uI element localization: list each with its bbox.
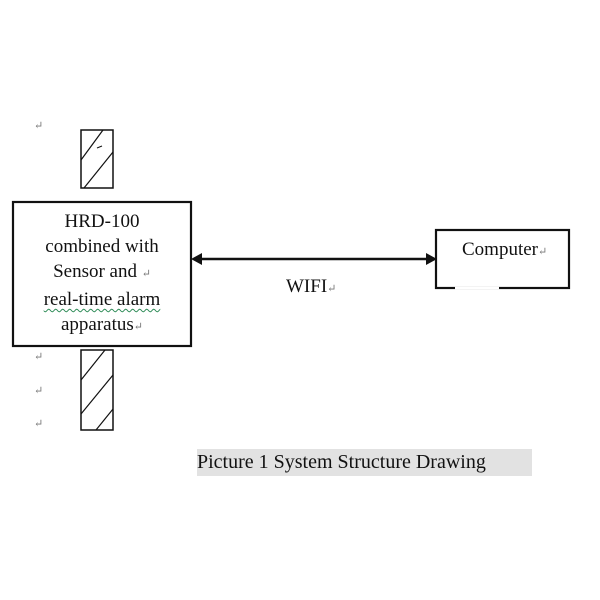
return-mark: ↵ [34, 351, 44, 363]
device-label-text: real-time alarm [43, 289, 161, 310]
return-mark: ↵ [34, 418, 44, 430]
figure-caption: Picture 1 System Structure Drawing [197, 449, 532, 476]
wifi-label: WIFI↵ [286, 276, 336, 300]
computer-box [434, 228, 571, 290]
device-label-line: HRD-100 [64, 211, 140, 232]
return-mark: ↵ [34, 385, 44, 397]
device-label-line: combined with [45, 236, 159, 257]
device-box-label: HRD-100 combined with Sensor and ↵ real-… [22, 209, 182, 340]
device-label-text: Sensor and [53, 261, 137, 282]
device-box [11, 200, 193, 348]
computer-label-text: Computer [462, 239, 538, 260]
return-mark: ↵ [538, 246, 548, 258]
device-label-line: apparatus↵ [22, 312, 182, 340]
lower-sensor-post [80, 349, 114, 431]
device-label-text: apparatus [60, 314, 134, 335]
upper-sensor-post [80, 129, 114, 189]
device-label-line: real-time alarm [22, 287, 182, 312]
wifi-connection-arrow [191, 253, 437, 265]
return-mark: ↵ [327, 283, 337, 295]
computer-label: Computer↵ [462, 239, 547, 263]
return-mark: ↵ [133, 321, 144, 333]
wifi-label-text: WIFI [286, 276, 328, 297]
return-mark: ↵ [141, 268, 151, 280]
device-label-line: Sensor and ↵ [22, 259, 182, 287]
return-mark: ↵ [34, 120, 44, 132]
